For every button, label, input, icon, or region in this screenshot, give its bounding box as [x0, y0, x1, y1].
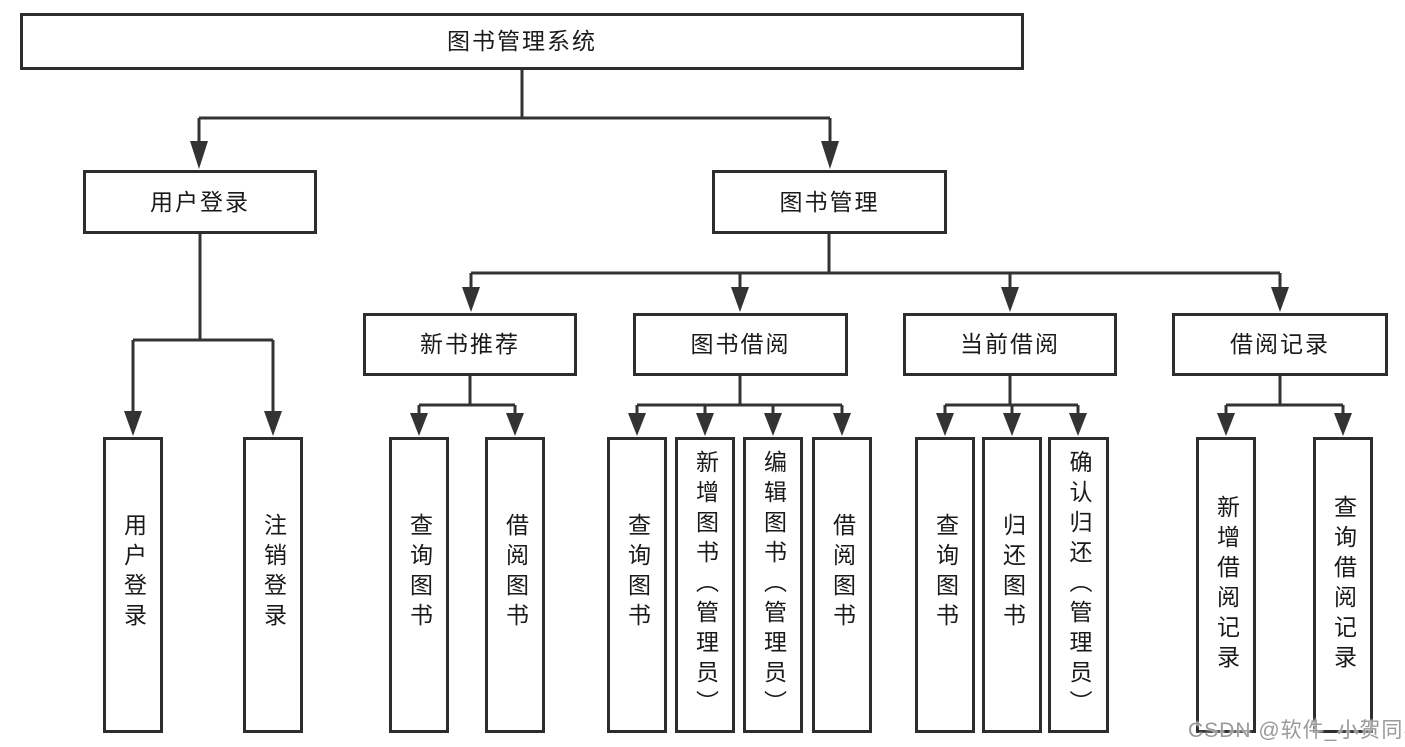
leaf-current-return-books: 归还图书 [982, 437, 1042, 733]
node-current-borrow: 当前借阅 [903, 313, 1117, 376]
leaf-current-confirm-return-admin: 确认归还（管理员） [1048, 437, 1109, 733]
leaf-current-query-books-label: 查询图书 [932, 513, 959, 633]
node-borrow-record-label: 借阅记录 [1230, 331, 1330, 357]
node-root: 图书管理系统 [20, 13, 1024, 70]
node-user-login: 用户登录 [83, 170, 317, 234]
leaf-borrow-borrow-books: 借阅图书 [812, 437, 872, 733]
leaf-borrow-edit-books-admin: 编辑图书（管理员） [743, 437, 803, 733]
leaf-record-add-borrow-record: 新增借阅记录 [1196, 437, 1256, 733]
node-new-book-recommend: 新书推荐 [363, 313, 577, 376]
leaf-borrow-borrow-books-label: 借阅图书 [829, 513, 856, 633]
leaf-record-query-borrow-record: 查询借阅记录 [1313, 437, 1373, 733]
leaf-user-login: 用户登录 [103, 437, 163, 733]
leaf-newbook-query-books: 查询图书 [389, 437, 449, 733]
leaf-logout: 注销登录 [243, 437, 303, 733]
leaf-borrow-add-books-admin: 新增图书（管理员） [675, 437, 735, 733]
node-book-borrow: 图书借阅 [633, 313, 848, 376]
node-user-login-label: 用户登录 [150, 188, 250, 215]
node-current-borrow-label: 当前借阅 [960, 331, 1060, 357]
csdn-watermark: CSDN @软件_小贺同学 [1188, 719, 1405, 742]
node-book-management-label: 图书管理 [779, 188, 880, 215]
leaf-current-confirm-return-admin-label: 确认归还（管理员） [1066, 450, 1092, 720]
node-book-borrow-label: 图书借阅 [690, 331, 791, 357]
leaf-newbook-borrow-books-label: 借阅图书 [502, 513, 529, 633]
leaf-current-query-books: 查询图书 [915, 437, 975, 733]
leaf-record-query-borrow-record-label: 查询借阅记录 [1330, 495, 1357, 675]
node-root-label: 图书管理系统 [447, 28, 597, 54]
leaf-borrow-query-books-label: 查询图书 [624, 513, 651, 633]
leaf-record-add-borrow-record-label: 新增借阅记录 [1213, 495, 1240, 675]
leaf-borrow-query-books: 查询图书 [607, 437, 667, 733]
node-borrow-record: 借阅记录 [1172, 313, 1388, 376]
leaf-newbook-borrow-books: 借阅图书 [485, 437, 545, 733]
leaf-borrow-add-books-admin-label: 新增图书（管理员） [692, 450, 719, 720]
leaf-borrow-edit-books-admin-label: 编辑图书（管理员） [760, 450, 787, 720]
node-new-book-recommend-label: 新书推荐 [420, 331, 520, 357]
leaf-newbook-query-books-label: 查询图书 [406, 513, 433, 633]
leaf-user-login-label: 用户登录 [120, 513, 147, 633]
leaf-current-return-books-label: 归还图书 [999, 513, 1026, 633]
leaf-logout-label: 注销登录 [260, 513, 287, 633]
node-book-management: 图书管理 [712, 170, 947, 234]
